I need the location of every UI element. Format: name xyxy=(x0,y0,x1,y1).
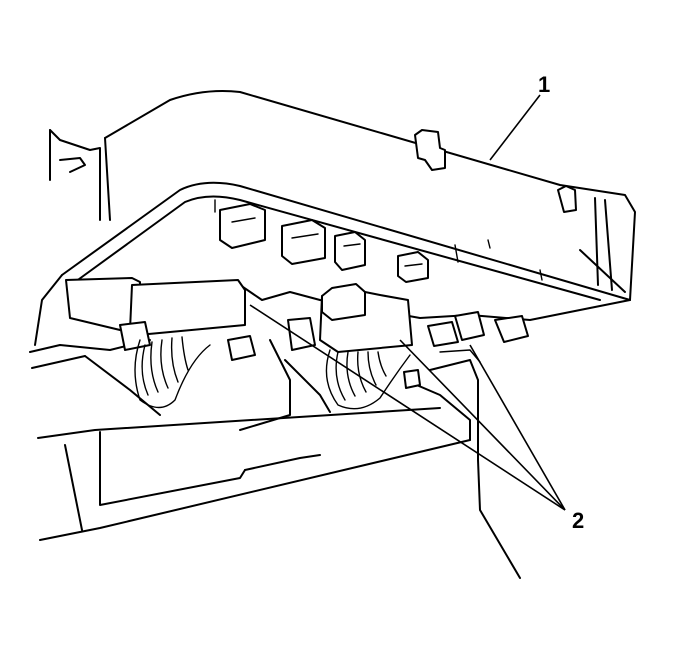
leader-line-2a xyxy=(249,304,566,511)
callout-label-1: 1 xyxy=(538,72,550,97)
leader-line-2c xyxy=(469,344,566,511)
leader-line-2b xyxy=(399,339,566,511)
callout-label-2: 2 xyxy=(572,508,584,533)
callout-leaders xyxy=(249,94,566,511)
leader-line-1 xyxy=(489,94,541,161)
electrical-connectors xyxy=(65,277,529,410)
relay-sockets xyxy=(219,203,429,283)
